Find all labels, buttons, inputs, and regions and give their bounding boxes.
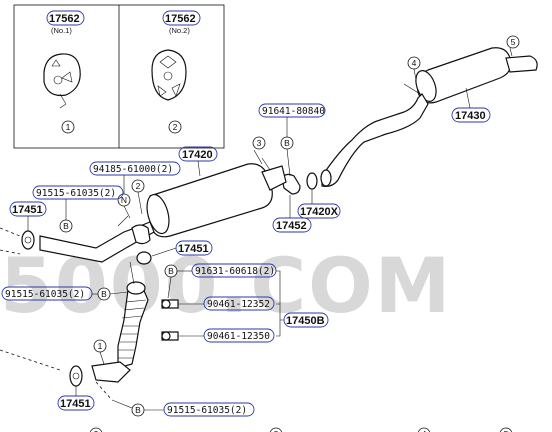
marker-b-left: B — [101, 289, 107, 299]
marker-3: 3 — [257, 138, 262, 148]
label-17420x: 17420X — [300, 206, 339, 218]
front-pipe — [0, 215, 155, 265]
bottom-ref-4: 4 — [422, 429, 427, 432]
marker-4: 4 — [412, 58, 417, 68]
bolt-90461-12352-icon — [161, 299, 179, 309]
inset-left-ref: 1 — [66, 122, 71, 132]
marker-n: N — [121, 195, 127, 205]
label-90461-12352: 90461-12352 — [207, 299, 270, 310]
hanger-rubber-no2-icon — [151, 49, 187, 101]
inset-left-note: (No.1) — [51, 26, 72, 35]
marker-b-top: B — [284, 138, 290, 148]
marker-b-bottom: B — [135, 405, 141, 415]
flex-pipe-17450b — [0, 261, 149, 401]
label-91631-60618: 91631-60618(2) — [195, 266, 275, 277]
marker-5: 5 — [511, 37, 516, 47]
label-90461-12350: 90461-12350 — [207, 331, 270, 342]
marker-1: 1 — [98, 341, 103, 351]
inset-left-part: 17562 — [49, 13, 80, 25]
marker-b-91631: B — [168, 266, 174, 276]
inset-right-note: (No.2) — [169, 26, 190, 35]
label-17430: 17430 — [455, 110, 486, 122]
label-17451-top: 17451 — [12, 204, 43, 216]
label-91515-61035-top: 91515-61035(2) — [36, 188, 116, 199]
tail-pipe-17430: 4 5 — [321, 35, 538, 187]
label-17452: 17452 — [276, 220, 307, 232]
marker-2: 2 — [136, 181, 141, 191]
label-91515-61035-bottom: 91515-61035(2) — [167, 405, 247, 416]
label-17451-bottom: 17451 — [60, 398, 91, 410]
bolt-90461-12350-icon — [161, 331, 179, 341]
label-91641-80840: 91641-80840 — [262, 106, 325, 117]
bottom-ref-3: 3 — [274, 429, 279, 432]
center-muffler-17420 — [146, 149, 287, 238]
inset-right-ref: 2 — [173, 122, 178, 132]
hanger-rubber-no1-icon — [43, 53, 81, 109]
hanger-inset: 17562 (No.1) 1 17562 (No.2) 2 — [13, 4, 225, 149]
clamp-17452 — [281, 169, 332, 195]
label-94185-61000: 94185-61000(2) — [93, 164, 173, 175]
label-17420: 17420 — [182, 149, 213, 161]
bottom-ref-2: 2 — [94, 429, 99, 432]
label-17450b: 17450B — [286, 315, 325, 327]
marker-b-mid: B — [63, 221, 69, 231]
label-17451-center: 17451 — [178, 243, 209, 255]
bottom-ref-5: 5 — [504, 429, 509, 432]
label-91515-61035-mid: 91515-61035(2) — [5, 289, 85, 300]
inset-right-part: 17562 — [165, 13, 196, 25]
